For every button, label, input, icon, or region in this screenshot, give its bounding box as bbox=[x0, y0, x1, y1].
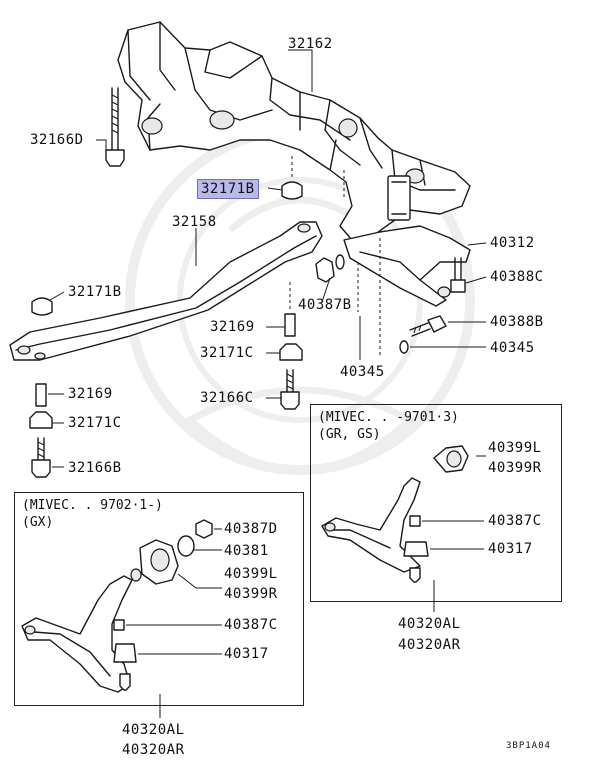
left-box-caption-line2: (GX) bbox=[22, 515, 54, 530]
part-label-32166C[interactable]: 32166C bbox=[200, 390, 254, 406]
part-label-32162[interactable]: 32162 bbox=[288, 36, 333, 52]
part-label-40320AL-left[interactable]: 40320AL bbox=[122, 722, 185, 738]
part-label-40387C-left[interactable]: 40387C bbox=[224, 617, 278, 633]
leader-lines bbox=[48, 49, 487, 468]
part-label-40399R-right[interactable]: 40399R bbox=[488, 460, 542, 476]
bolt-32166B-drawing bbox=[31, 437, 51, 478]
bolt-40388C-drawing bbox=[450, 257, 466, 293]
nut-40387B-drawing bbox=[315, 257, 335, 283]
variant-box-right bbox=[310, 404, 562, 602]
part-label-40320AR-right[interactable]: 40320AR bbox=[398, 637, 461, 653]
brace-32158-drawing bbox=[9, 221, 323, 361]
washer-40345-mid-drawing bbox=[335, 254, 345, 270]
part-label-40387D[interactable]: 40387D bbox=[224, 521, 278, 537]
bush-32171B-left-drawing bbox=[31, 297, 53, 316]
part-label-40312[interactable]: 40312 bbox=[490, 235, 535, 251]
part-label-40345-mid[interactable]: 40345 bbox=[340, 364, 385, 380]
part-label-40387C-right[interactable]: 40387C bbox=[488, 513, 542, 529]
crossmember-32162-drawing bbox=[117, 21, 471, 307]
variant-box-left bbox=[14, 492, 304, 706]
part-label-40345-right[interactable]: 40345 bbox=[490, 340, 535, 356]
part-label-40388B[interactable]: 40388B bbox=[490, 314, 544, 330]
part-label-40320AR-left[interactable]: 40320AR bbox=[122, 742, 185, 758]
bush-32171C-mid-drawing bbox=[279, 343, 303, 361]
bolt-40388B-drawing bbox=[409, 315, 447, 337]
part-label-40320AL-right[interactable]: 40320AL bbox=[398, 616, 461, 632]
bush-32171B-top-drawing bbox=[281, 181, 303, 200]
part-label-40399R-left[interactable]: 40399R bbox=[224, 586, 278, 602]
part-label-32171C-left[interactable]: 32171C bbox=[68, 415, 122, 431]
bolt-32166C-drawing bbox=[280, 369, 300, 410]
left-box-drawings bbox=[21, 519, 222, 718]
part-label-40388C[interactable]: 40388C bbox=[490, 269, 544, 285]
part-label-32158[interactable]: 32158 bbox=[172, 214, 217, 230]
right-box-drawings bbox=[321, 445, 486, 612]
part-label-32166B[interactable]: 32166B bbox=[68, 460, 122, 476]
part-label-40381[interactable]: 40381 bbox=[224, 543, 269, 559]
part-label-40387B[interactable]: 40387B bbox=[298, 297, 352, 313]
collar-32169-mid-drawing bbox=[284, 313, 296, 337]
part-label-32171B-highlighted[interactable]: 32171B bbox=[197, 179, 259, 199]
bush-32171C-left-drawing bbox=[29, 411, 53, 429]
part-label-32169-mid[interactable]: 32169 bbox=[210, 319, 255, 335]
part-label-40399L-left[interactable]: 40399L bbox=[224, 566, 278, 582]
part-label-32171C-mid[interactable]: 32171C bbox=[200, 345, 254, 361]
right-box-caption-line1: (MIVEC. . -9701·3) bbox=[318, 410, 459, 425]
part-label-32166D[interactable]: 32166D bbox=[30, 132, 84, 148]
part-label-40317-right[interactable]: 40317 bbox=[488, 541, 533, 557]
washer-40345-right-drawing bbox=[399, 340, 409, 354]
collar-32169-left-drawing bbox=[35, 383, 47, 407]
part-label-32169-left[interactable]: 32169 bbox=[68, 386, 113, 402]
part-label-40317-left[interactable]: 40317 bbox=[224, 646, 269, 662]
part-label-40399L-right[interactable]: 40399L bbox=[488, 440, 542, 456]
part-label-32171B-left[interactable]: 32171B bbox=[68, 284, 122, 300]
bolt-32166D-drawing bbox=[105, 87, 125, 167]
right-box-caption-line2: (GR, GS) bbox=[318, 427, 381, 442]
diagram-reference-code: 3BP1A04 bbox=[506, 741, 551, 751]
left-box-caption-line1: (MIVEC. . 9702·1-) bbox=[22, 498, 163, 513]
